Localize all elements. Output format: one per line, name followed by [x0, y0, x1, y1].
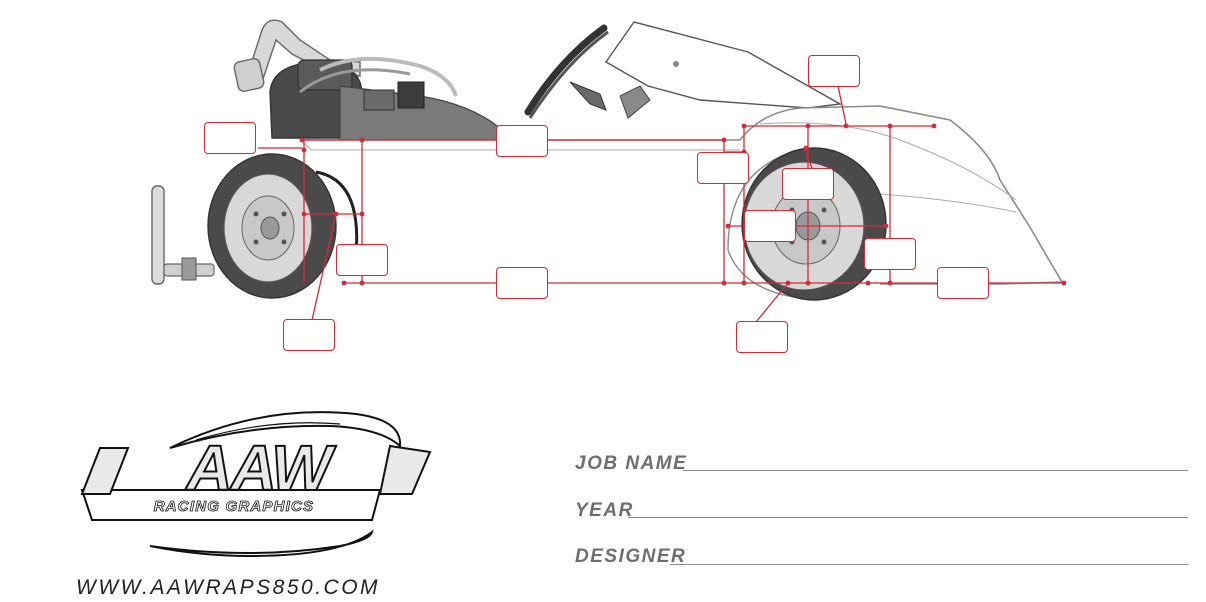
engine-assembly	[233, 19, 501, 141]
measure-box-front-wheel-bottom[interactable]	[736, 321, 788, 353]
designer-label: DESIGNER	[575, 546, 687, 567]
year-label: YEAR	[575, 500, 634, 521]
measure-box-top-front[interactable]	[808, 55, 860, 87]
logo-subtitle: RACING GRAPHICS	[153, 498, 315, 516]
measure-box-front-wheel-center[interactable]	[744, 210, 796, 242]
measure-box-bottom-middle[interactable]	[496, 267, 548, 299]
job-name-label: JOB NAME	[575, 453, 688, 474]
measure-box-rear-height[interactable]	[336, 244, 388, 276]
job-name-field[interactable]	[683, 470, 1188, 472]
website-url[interactable]: WWW.AAWRAPS850.COM	[76, 576, 381, 599]
measurement-dots	[299, 123, 1067, 286]
measure-box-front-nose-height[interactable]	[864, 238, 916, 270]
logo-text: AAW	[185, 432, 332, 504]
measure-box-nose-length[interactable]	[937, 267, 989, 299]
designer-field[interactable]	[670, 564, 1188, 566]
year-field[interactable]	[628, 517, 1188, 519]
aaw-logo-graphic	[80, 411, 432, 558]
rear-bumper	[151, 185, 215, 285]
measure-box-rear-wheel[interactable]	[283, 319, 335, 351]
measure-box-rear-top[interactable]	[204, 122, 256, 154]
measure-box-front-wheel-top[interactable]	[782, 168, 834, 200]
measure-box-front-upper-left[interactable]	[697, 152, 749, 184]
rear-wheel	[207, 153, 359, 299]
steering-and-seat	[524, 21, 843, 119]
measure-box-top-middle[interactable]	[496, 125, 548, 157]
